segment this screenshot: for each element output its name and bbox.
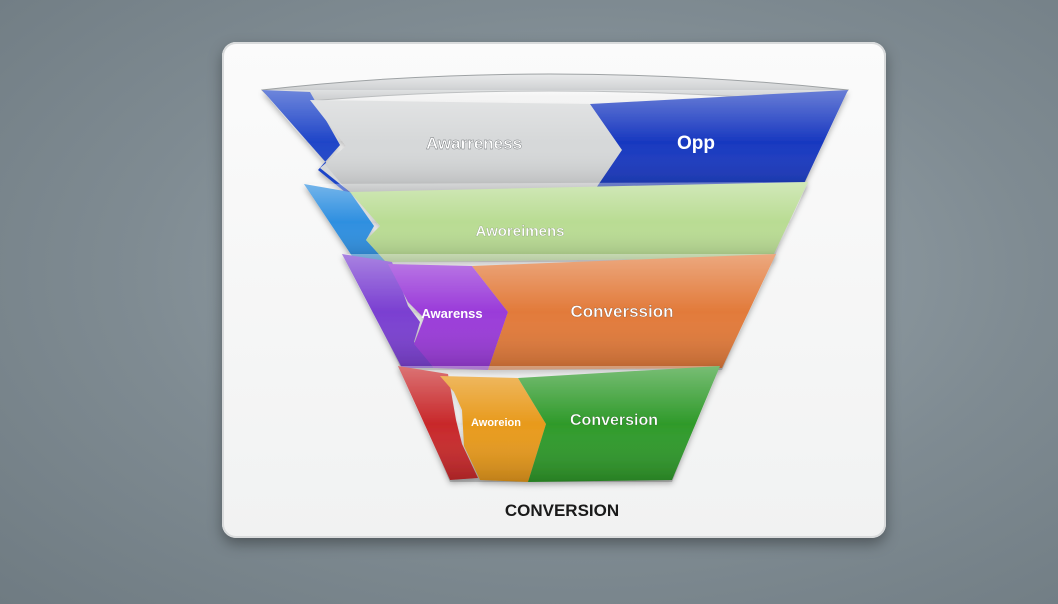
funnel-stage-4: Aworeion Conversion: [398, 366, 720, 482]
funnel-stage-1: Awarreness Opp: [262, 90, 848, 194]
stage-4-right-label: Conversion: [570, 412, 658, 429]
funnel-stage-3: Awarenss Converssion: [342, 254, 776, 370]
stage-3-right-label: Converssion: [571, 302, 674, 321]
stage-1-left-label: Awarreness: [426, 134, 522, 153]
funnel-stage-2: Aworeimens: [304, 182, 808, 262]
stage-3-left-label: Awarenss: [421, 306, 482, 321]
funnel-footer-label: CONVERSION: [505, 501, 619, 520]
stage-1-right-label: Opp: [677, 133, 715, 154]
stage-4-left-label: Aworeion: [471, 417, 521, 429]
stage-2-right-label: Aworeimens: [476, 223, 565, 240]
